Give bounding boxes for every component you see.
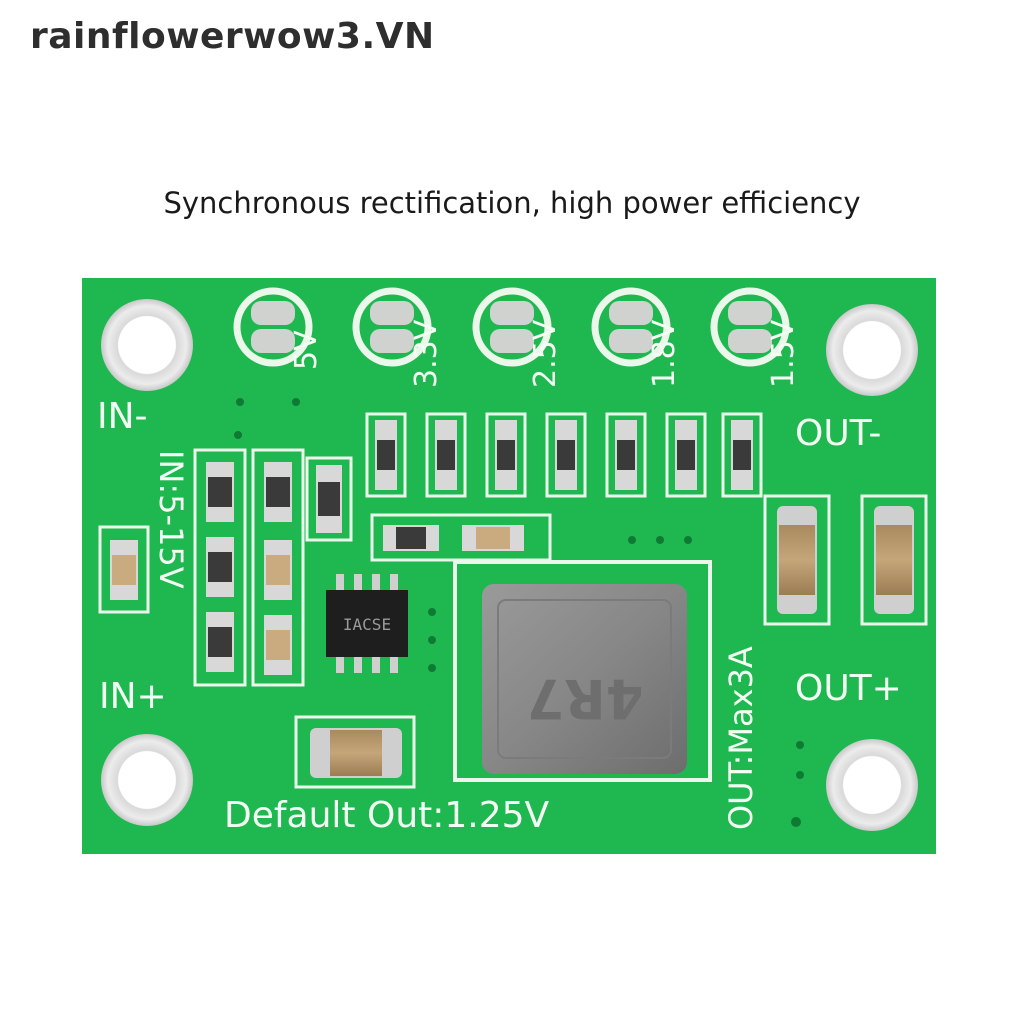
chip-marking: IACSE (343, 615, 391, 634)
voltage-label-2v5: 2.5V (528, 319, 563, 388)
label-default-out: Default Out:1.25V (224, 795, 550, 836)
label-out-plus: OUT+ (795, 668, 902, 709)
voltage-labels: 5V 3.3V 2.5V 1.8V 1.5V (289, 319, 801, 388)
voltage-label-3v3: 3.3V (409, 319, 444, 388)
voltage-select-pads (233, 287, 790, 367)
watermark-text: rainflowerwow3.VN (30, 16, 435, 57)
label-input-range: IN:5-15V (152, 450, 190, 589)
regulator-ic-chip: IACSE (326, 574, 408, 673)
label-in-minus: IN- (97, 396, 148, 437)
voltage-label-1v5: 1.5V (766, 319, 801, 388)
mounting-hole-top-left (101, 299, 193, 391)
input-components (98, 448, 353, 687)
input-capacitor (294, 715, 416, 789)
label-out-minus: OUT- (795, 413, 881, 454)
resistor-row (365, 412, 763, 498)
output-capacitors (763, 494, 928, 626)
power-inductor: 4R7 (453, 560, 712, 782)
label-in-plus: IN+ (99, 676, 167, 717)
headline-caption: Synchronous rectification, high power ef… (163, 186, 861, 220)
inductor-marking: 4R7 (527, 667, 644, 730)
mounting-hole-bottom-left (101, 734, 193, 826)
mounting-holes (101, 299, 918, 831)
voltage-label-5v: 5V (289, 330, 324, 370)
label-output-max: OUT:Max3A (722, 646, 760, 830)
mounting-hole-top-right (826, 304, 918, 396)
mounting-hole-bottom-right (826, 739, 918, 831)
voltage-label-1v8: 1.8V (647, 319, 682, 388)
vias (234, 398, 804, 827)
